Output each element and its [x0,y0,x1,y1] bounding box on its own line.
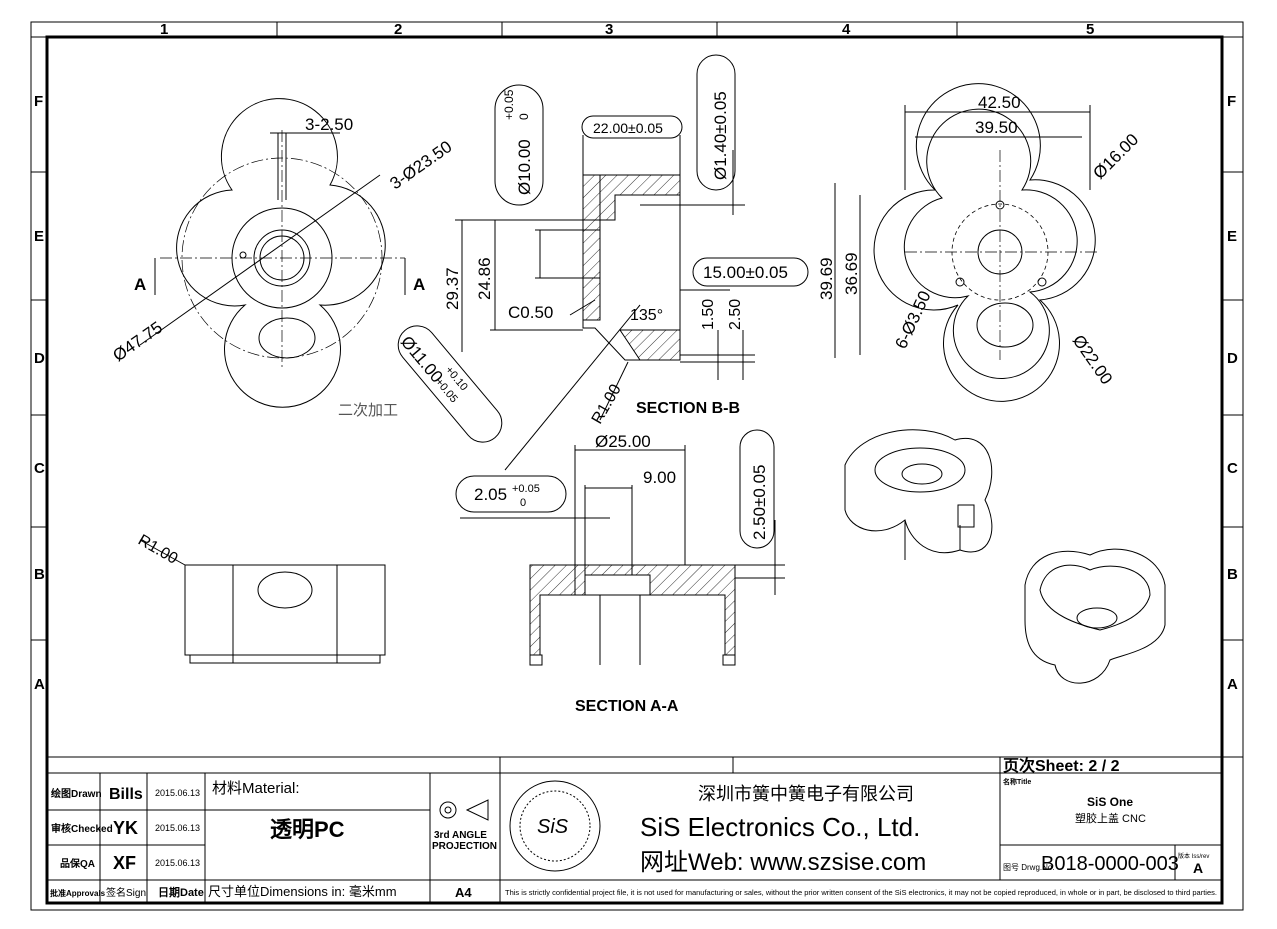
right-view [834,83,1100,402]
row-label: F [1227,93,1236,110]
svg-text:+0.05: +0.05 [512,483,540,495]
svg-text:B018-0000-003: B018-0000-003 [1041,853,1179,875]
svg-text:日期Date: 日期Date [158,885,204,899]
svg-text:C0.50: C0.50 [508,303,553,322]
svg-text:2.50: 2.50 [727,299,744,330]
svg-text:29.37: 29.37 [443,267,462,310]
svg-text:39.69: 39.69 [817,257,836,300]
svg-text:材料Material:: 材料Material: [212,780,300,797]
svg-text:3rd ANGLE: 3rd ANGLE [434,830,487,841]
section-bb-view [455,54,809,471]
row-label: B [1227,566,1238,583]
svg-text:页次Sheet: 2 / 2: 页次Sheet: 2 / 2 [1003,756,1120,775]
svg-text:2015.06.13: 2015.06.13 [155,788,200,798]
svg-text:22.00±0.05: 22.00±0.05 [593,120,663,136]
row-label: F [34,93,43,110]
row-label: E [1227,228,1237,245]
svg-text:品保QA: 品保QA [60,857,95,870]
row-label: D [34,350,45,367]
svg-text:SiS Electronics Co., Ltd.: SiS Electronics Co., Ltd. [640,812,920,842]
row-label: C [1227,460,1238,477]
svg-text:A: A [1193,860,1203,876]
svg-text:尺寸单位Dimensions in: 毫米mm: 尺寸单位Dimensions in: 毫米mm [208,884,397,899]
svg-text:A: A [413,275,425,294]
svg-text:签名Sign: 签名Sign [106,886,146,899]
svg-text:0: 0 [517,113,531,120]
svg-text:15.00±0.05: 15.00±0.05 [703,263,788,282]
svg-text:透明PC: 透明PC [270,817,345,842]
section-aa-view [460,429,785,666]
section-bb-title: SECTION B-B [636,400,740,417]
callout-dims: Ø11.00 +0.10 +0.05 2.05 +0.05 0 [397,332,540,509]
svg-text:审核Checked: 审核Checked [51,822,113,835]
svg-text:36.69: 36.69 [842,252,861,295]
drawing-frame [30,21,1244,911]
column-label: 4 [842,21,851,38]
column-label: 3 [605,21,613,38]
svg-text:名称Title: 名称Title [1003,777,1031,786]
svg-text:二次加工: 二次加工 [338,402,398,419]
svg-text:Ø47.75: Ø47.75 [109,318,166,366]
svg-text:2015.06.13: 2015.06.13 [155,823,200,833]
svg-text:Ø1.40±0.05: Ø1.40±0.05 [711,91,730,180]
section-aa-dims: Ø25.00 9.00 2.50±0.05 SECTION A-A [575,432,769,715]
svg-text:2015.06.13: 2015.06.13 [155,858,200,868]
section-aa-title: SECTION A-A [575,698,679,715]
top-view-dims: 3-2.50 3-Ø23.50 Ø47.75 A A 二次加工 [109,115,455,419]
svg-text:XF: XF [113,853,136,873]
svg-text:This is strictly confidential: This is strictly confidential project fi… [505,888,1217,897]
side-view-radius: R1.00 [135,532,181,568]
column-label: 5 [1086,21,1094,38]
svg-text:Ø25.00: Ø25.00 [595,432,651,451]
svg-text:绘图Drawn: 绘图Drawn [51,787,102,800]
svg-text:42.50: 42.50 [978,93,1021,112]
svg-text:批准Approvals: 批准Approvals [50,888,106,898]
svg-text:网址Web: www.szsise.com: 网址Web: www.szsise.com [640,849,926,876]
column-label: 2 [394,21,402,38]
company-logo: SiS [537,816,569,838]
svg-text:135°: 135° [630,307,663,324]
svg-text:图号 Drwg.No.: 图号 Drwg.No. [1003,863,1055,872]
title-block [47,756,1222,903]
svg-text:3-2.50: 3-2.50 [305,115,353,134]
svg-text:0: 0 [520,497,526,509]
svg-text:Bills: Bills [109,786,143,803]
svg-text:R1.00: R1.00 [589,381,625,427]
svg-text:A4: A4 [455,885,472,900]
isometric-view-1 [844,429,993,560]
svg-text:A: A [134,275,146,294]
svg-text:Ø16.00: Ø16.00 [1089,130,1142,183]
title-block-text: 绘图Drawn Bills 2015.06.13 审核Checked YK 20… [50,756,1217,900]
svg-text:PROJECTION: PROJECTION [432,841,497,852]
svg-text:9.00: 9.00 [643,468,676,487]
row-label: B [34,566,45,583]
svg-text:1.50: 1.50 [700,299,717,330]
svg-text:2.05: 2.05 [474,485,507,504]
column-label: 1 [160,21,168,38]
callouts [397,325,567,513]
row-label: D [1227,350,1238,367]
svg-text:+0.05: +0.05 [502,89,516,120]
row-label: A [1227,676,1238,693]
svg-text:版本 Iss/rev: 版本 Iss/rev [1178,852,1209,860]
svg-text:Ø10.00: Ø10.00 [515,139,534,195]
top-view [139,98,406,408]
row-label: E [34,228,44,245]
row-label: C [34,460,45,477]
row-label: A [34,676,45,693]
svg-text:YK: YK [113,818,138,838]
svg-text:39.50: 39.50 [975,118,1018,137]
svg-text:塑胶上盖 CNC: 塑胶上盖 CNC [1075,811,1146,825]
svg-text:深圳市簧中簧电子有限公司: 深圳市簧中簧电子有限公司 [698,784,914,804]
svg-text:3-Ø23.50: 3-Ø23.50 [386,137,455,193]
side-view [139,539,386,664]
svg-text:Ø22.00: Ø22.00 [1069,331,1117,388]
grid-labels: 1 2 3 4 5 F E D C B A F E D C B A [34,21,1238,693]
svg-text:SiS One: SiS One [1087,795,1133,809]
isometric-view-2 [1024,548,1166,684]
svg-text:24.86: 24.86 [475,257,494,300]
svg-text:2.50±0.05: 2.50±0.05 [750,464,769,540]
